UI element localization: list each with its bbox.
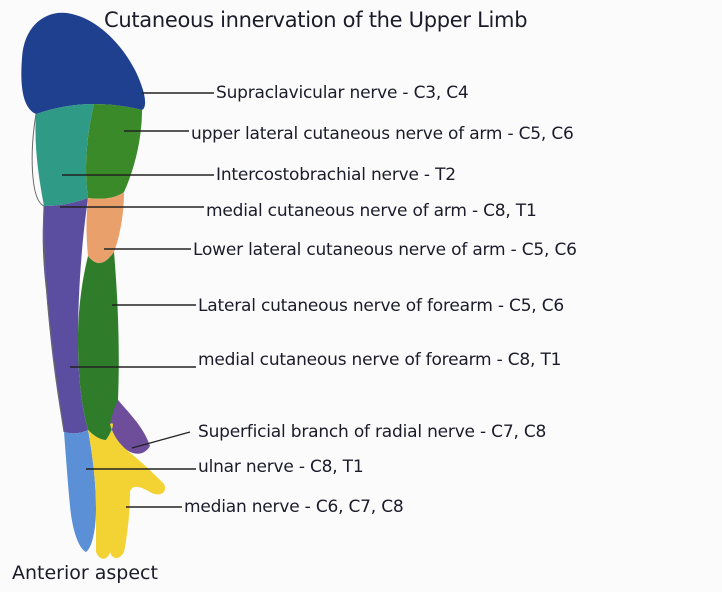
label-intercostobrachial: Intercostobrachial nerve - T2 [216,165,456,185]
label-medial-cutaneous-forearm: medial cutaneous nerve of forearm - C8, … [198,350,561,370]
label-ulnar-nerve: ulnar nerve - C8, T1 [198,457,363,477]
label-superficial-radial: Superficial branch of radial nerve - C7,… [198,422,546,442]
region-lateral-forearm [78,252,119,440]
region-lower-lateral [87,192,125,263]
region-upper-lateral [86,104,142,199]
label-medial-cutaneous-arm: medial cutaneous nerve of arm - C8, T1 [206,201,537,221]
label-median-nerve: median nerve - C6, C7, C8 [184,497,404,517]
label-lateral-cutaneous-forearm: Lateral cutaneous nerve of forearm - C5,… [198,296,564,316]
aspect-caption: Anterior aspect [12,562,158,584]
diagram-title: Cutaneous innervation of the Upper Limb [104,8,527,32]
label-upper-lateral-cutaneous-arm: upper lateral cutaneous nerve of arm - C… [191,124,574,144]
region-intercostobrachial [35,104,94,206]
label-supraclavicular: Supraclavicular nerve - C3, C4 [216,83,469,103]
label-lower-lateral-cutaneous-arm: Lower lateral cutaneous nerve of arm - C… [193,240,577,260]
